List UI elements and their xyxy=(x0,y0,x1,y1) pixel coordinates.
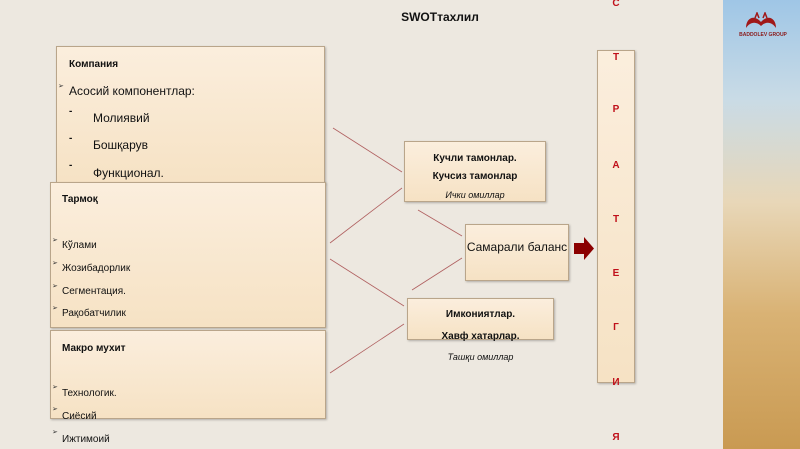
strategy-letter: И xyxy=(612,377,620,388)
bullet-icon: ➢ xyxy=(52,283,58,290)
company-panel xyxy=(56,46,325,184)
bullet-icon: ➢ xyxy=(52,406,58,413)
strategy-letter: С xyxy=(612,0,620,9)
external-caption: Ташқи омиллар xyxy=(447,352,514,362)
external-factors-box: Имкониятлар. Хавф хатарлар. xyxy=(407,298,554,342)
internal-factors-box: Кучли тамонлар. Кучсиз тамонлар Ички оми… xyxy=(404,141,546,202)
strategy-letter: Р xyxy=(612,104,620,115)
page-title: SWOTтахлил xyxy=(401,10,479,24)
industry-item: Кўлами xyxy=(62,240,97,251)
macro-item: Сиёсий xyxy=(62,411,97,422)
strategy-letter: А xyxy=(612,160,620,171)
dash-icon: - xyxy=(69,133,73,144)
opportunities-label: Имкониятлар. xyxy=(445,309,516,320)
company-item: Бошқарув xyxy=(93,138,149,152)
company-subtitle: Асосий компонентлар: xyxy=(69,84,195,98)
industry-title: Тармоқ xyxy=(62,194,98,205)
industry-panel xyxy=(50,182,326,328)
bullet-icon: ➢ xyxy=(52,237,58,244)
strategy-letter: Е xyxy=(612,268,620,279)
dash-icon: - xyxy=(69,106,73,117)
company-item: Функционал. xyxy=(93,166,164,180)
arrow-right-icon xyxy=(574,237,594,260)
strengths-label: Кучли тамонлар. xyxy=(433,153,517,164)
bullet-icon: ➢ xyxy=(58,83,64,90)
logo-text: BADDOLEV GROUP xyxy=(739,32,787,38)
wheat-image xyxy=(723,0,800,449)
industry-item: Рақобатчилик xyxy=(62,308,126,319)
strategy-letter: Я xyxy=(612,432,620,443)
bullet-icon: ➢ xyxy=(52,260,58,267)
macro-item: Ижтимоий xyxy=(62,434,110,445)
strategy-letter: Г xyxy=(613,322,619,333)
bullet-icon: ➢ xyxy=(52,384,58,391)
weaknesses-label: Кучсиз тамонлар xyxy=(432,171,518,182)
dash-icon: - xyxy=(69,160,73,171)
company-title: Компания xyxy=(69,59,119,70)
strategy-letter: Т xyxy=(612,52,620,63)
strategy-letter: Т xyxy=(612,214,620,225)
internal-caption: Ички омиллар xyxy=(445,190,505,200)
macro-item: Технологик. xyxy=(62,388,117,399)
company-item: Молиявий xyxy=(93,111,150,125)
industry-item: Сегментация. xyxy=(62,286,126,297)
bullet-icon: ➢ xyxy=(52,429,58,436)
threats-label: Хавф хатарлар. xyxy=(441,331,520,342)
macro-panel xyxy=(50,330,326,419)
balance-box: Самарали баланс xyxy=(465,224,569,281)
company-logo-icon xyxy=(746,12,776,28)
strategy-strip xyxy=(597,50,635,383)
macro-title: Макро мухит xyxy=(62,343,126,354)
balance-label: Самарали баланс xyxy=(466,240,568,254)
industry-item: Жозибадорлик xyxy=(62,263,131,274)
bullet-icon: ➢ xyxy=(52,305,58,312)
